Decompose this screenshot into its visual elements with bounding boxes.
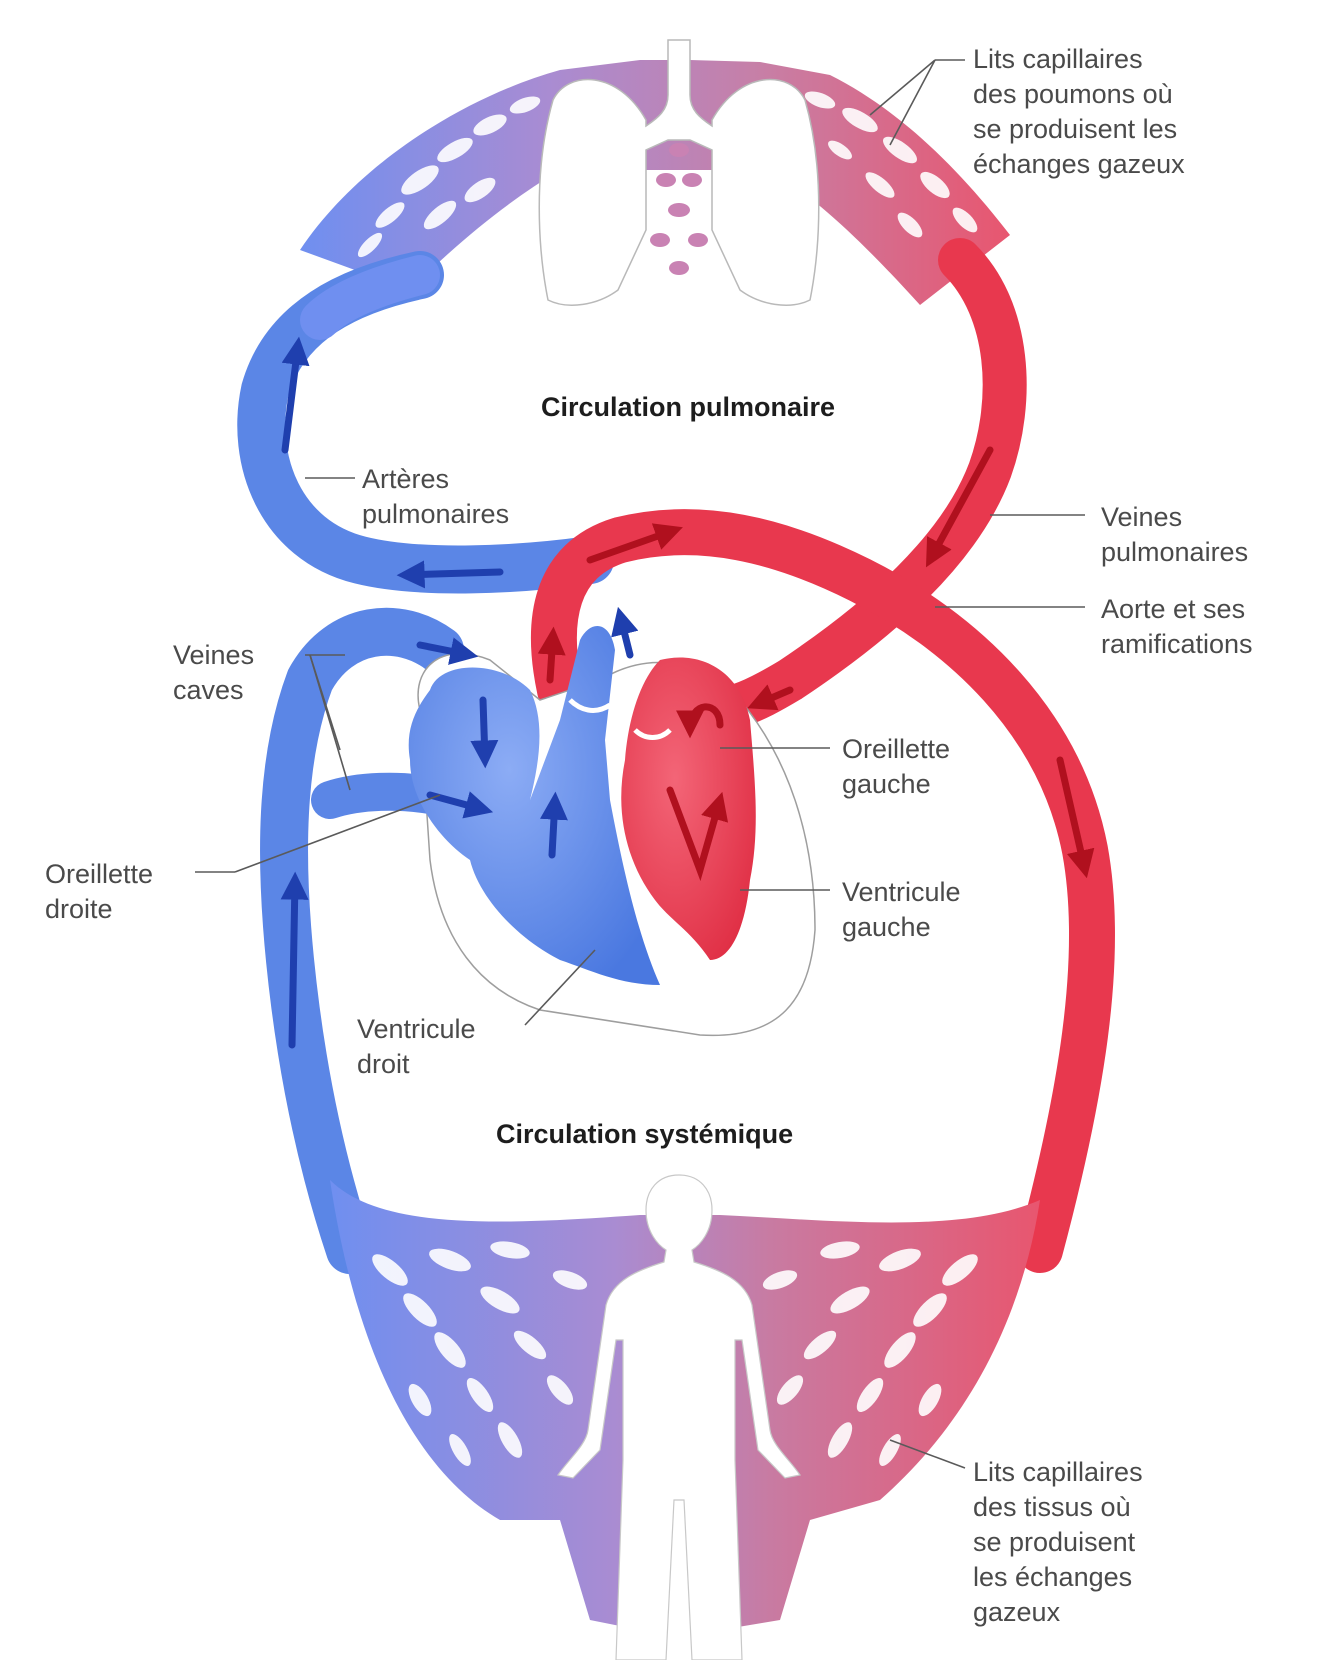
leader-lines: [195, 59, 1085, 1469]
label-pulmonary-veins: Veines pulmonaires: [1101, 502, 1249, 567]
arrow-left-atrium-curl: [676, 703, 724, 739]
label-right-atrium: Oreillette droite: [45, 859, 154, 924]
arrow-pulmonary-artery-left: [396, 560, 504, 589]
label-left-ventricle: Ventricule gauche: [842, 877, 961, 942]
pulmonary-vein-vessel: [718, 238, 1027, 727]
label-venae-cavae: Veines caves: [173, 640, 255, 705]
arrow-vena-cava-right: [416, 637, 479, 665]
arrow-right-atrium-down: [470, 696, 499, 769]
right-heart-chambers: [408, 626, 660, 985]
arrow-aorta-arch: [586, 523, 683, 564]
left-heart-chambers: [621, 657, 756, 960]
arrow-right-ventricle-up: [539, 791, 568, 859]
vena-cava-vessel: [260, 607, 464, 1274]
label-pulmonary-arteries: Artères pulmonaires: [362, 464, 510, 529]
label-aorta: Aorte et ses ramifications: [1101, 594, 1253, 659]
arrow-right-atrium-in: [426, 791, 494, 819]
label-right-ventricle: Ventricule droit: [357, 1014, 476, 1079]
label-left-atrium: Oreillette gauche: [842, 734, 951, 799]
pulmonary-circulation-title: Circulation pulmonaire: [541, 392, 836, 422]
arrow-aorta-up: [537, 626, 566, 684]
arrow-pulmonary-vein-in: [747, 684, 794, 711]
arrow-left-ventricle: [666, 786, 729, 882]
label-lung-capillaries: Lits capillaires des poumons où se produ…: [973, 44, 1185, 179]
flow-arrows: [280, 336, 1095, 1049]
lungs-silhouette: [538, 39, 820, 306]
systemic-circulation-title: Circulation systémique: [496, 1119, 794, 1149]
label-tissue-capillaries: Lits capillaires des tissus où se produi…: [973, 1457, 1143, 1627]
arrow-vena-cava-up: [280, 871, 309, 1049]
aorta-vessel: [530, 509, 1116, 1273]
arrow-aorta-down: [1056, 756, 1095, 879]
heart: [408, 626, 816, 1037]
arrow-pulmonary-vein-down: [925, 446, 994, 568]
human-silhouette: [557, 1174, 801, 1660]
arrow-pulmonary-artery-up: [281, 336, 310, 454]
arrow-pulmonary-trunk-up: [611, 606, 639, 659]
